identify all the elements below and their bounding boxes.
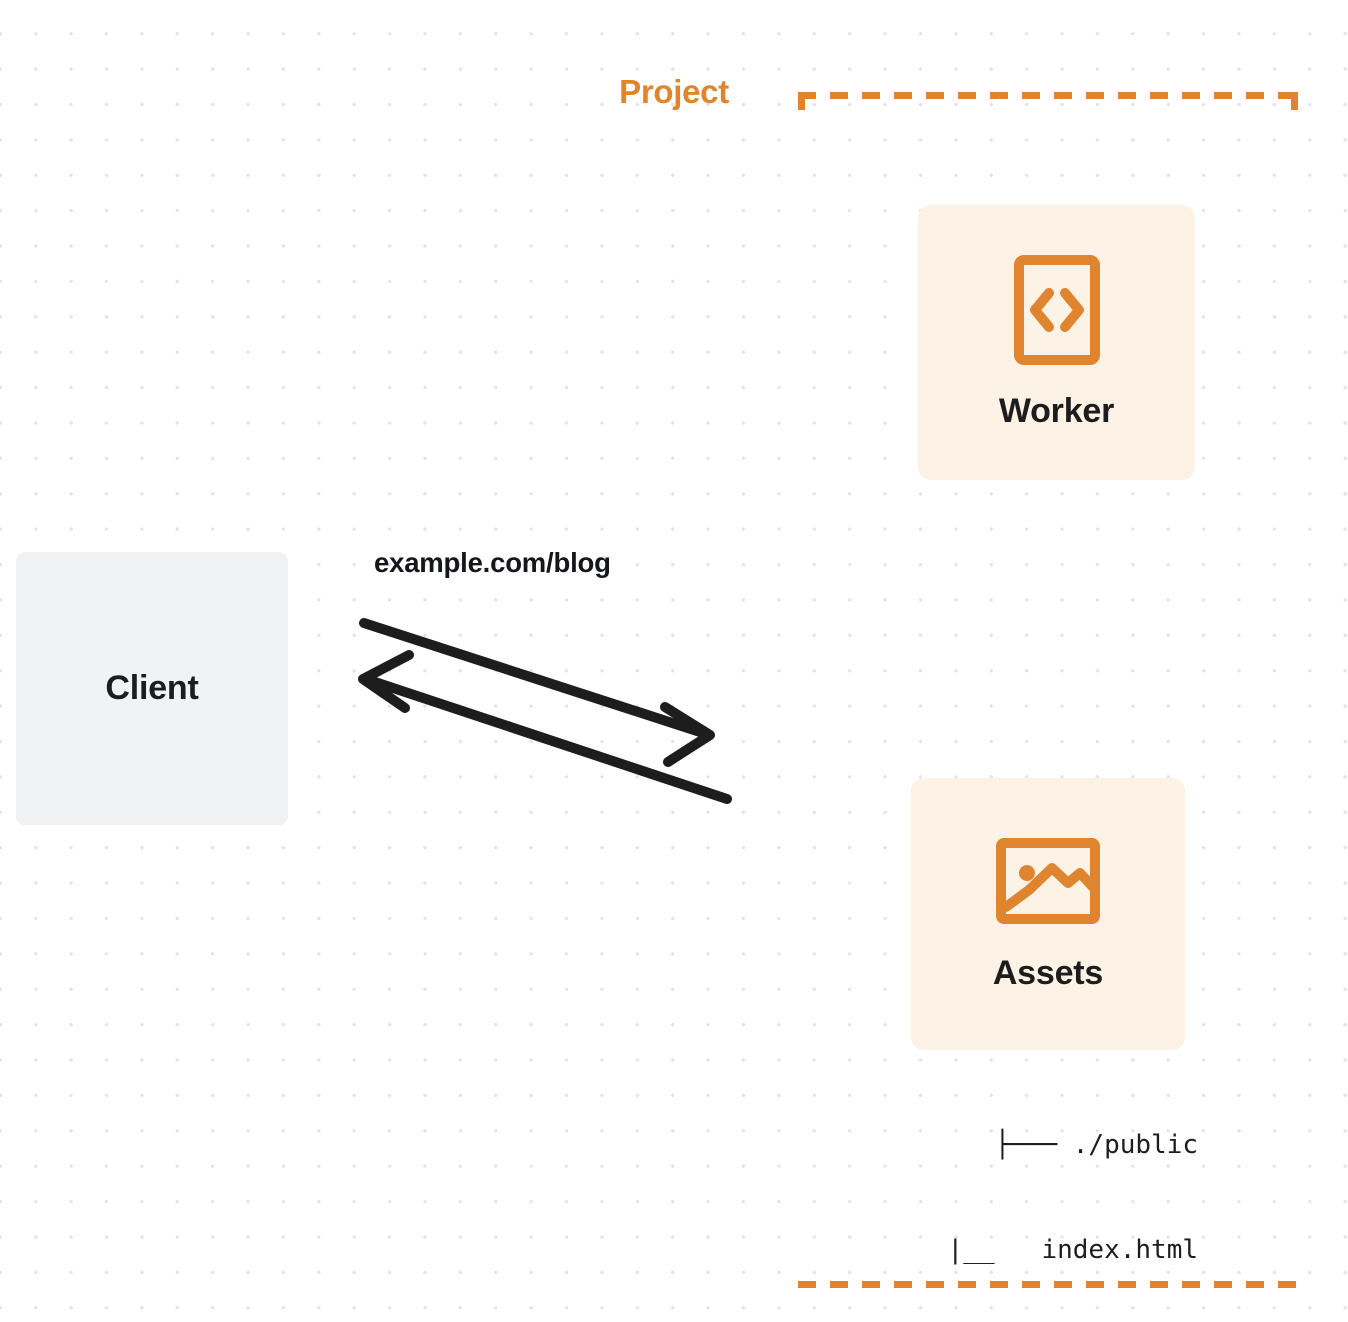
worker-label: Worker bbox=[998, 391, 1115, 430]
client-label: Client bbox=[105, 669, 199, 707]
image-icon bbox=[996, 835, 1100, 932]
project-border-bottom bbox=[798, 1281, 1298, 1288]
project-container bbox=[798, 92, 1298, 1288]
assets-label: Assets bbox=[992, 954, 1104, 992]
response-arrow-head bbox=[358, 650, 414, 713]
project-border-top bbox=[798, 92, 1298, 99]
request-arrow-line bbox=[359, 618, 705, 737]
file-tree-row: |__ index.html bbox=[916, 1235, 1198, 1265]
project-border-left bbox=[798, 92, 805, 1288]
project-title: Project bbox=[619, 73, 729, 110]
request-arrow-head bbox=[660, 702, 715, 767]
code-brackets-icon bbox=[1013, 254, 1100, 370]
project-border-right bbox=[1291, 92, 1298, 1288]
asset-file-tree: ├─── ./public |__ index.html |__ blog.ht… bbox=[880, 1058, 1198, 1322]
file-tree-row: ├─── ./public bbox=[994, 1130, 1199, 1160]
client-node[interactable]: Client bbox=[16, 552, 288, 825]
assets-card[interactable]: Assets bbox=[911, 778, 1185, 1050]
request-url-label: example.com/blog bbox=[374, 547, 611, 578]
response-arrow-line bbox=[367, 676, 732, 804]
worker-card[interactable]: Worker bbox=[918, 205, 1195, 480]
